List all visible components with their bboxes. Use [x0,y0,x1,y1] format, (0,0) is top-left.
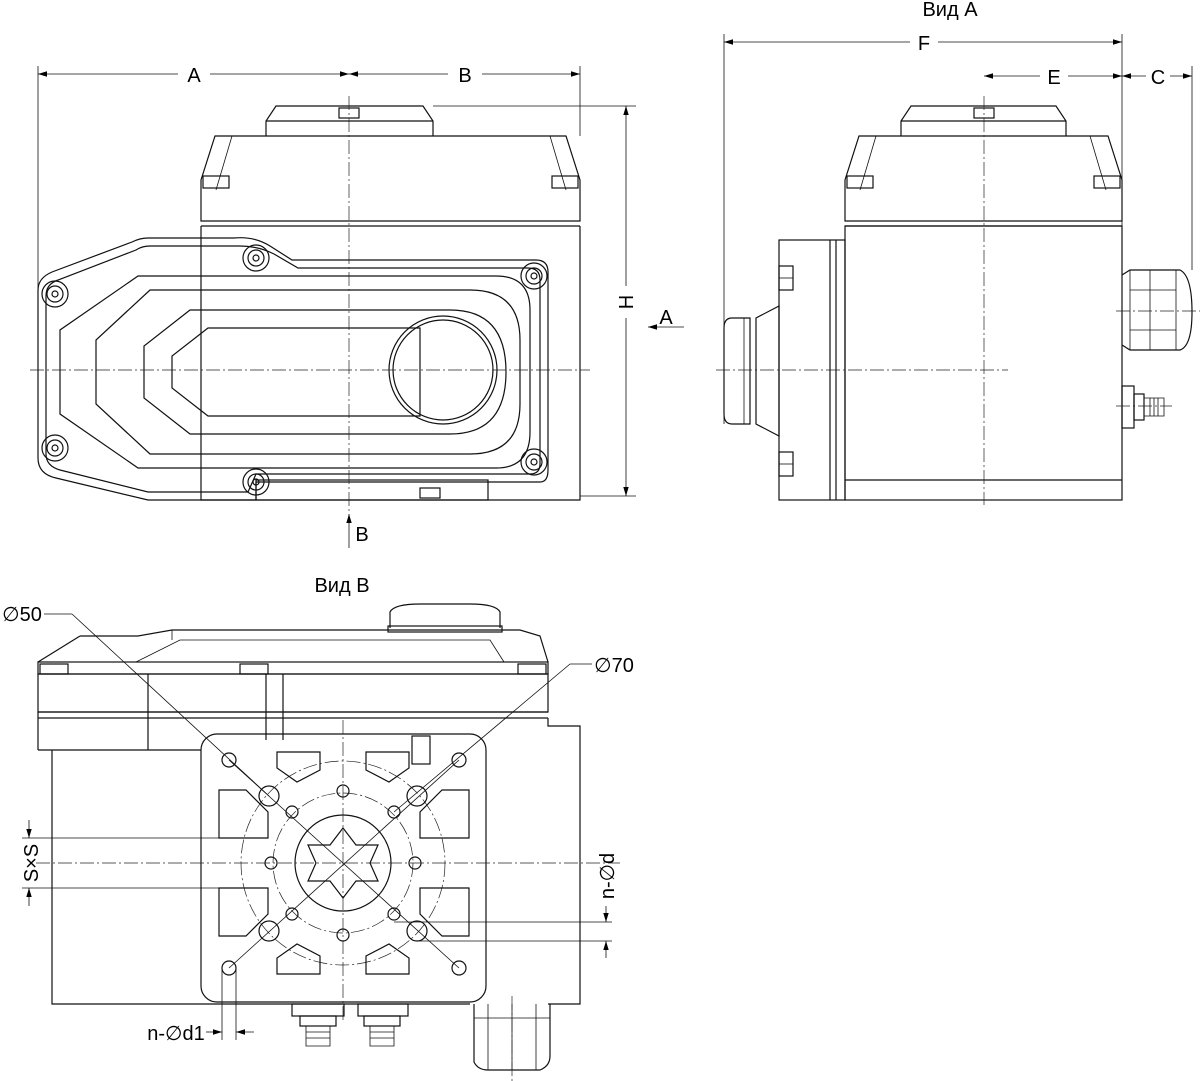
view-b-title: Вид В [314,575,369,597]
bolt-icon [41,244,548,496]
side-view: Вид А [716,0,1200,505]
dimension-n-d1-label: n-∅d1 [147,1023,204,1045]
dimension-n-d-label: n-∅d [597,853,619,899]
diameter-70-label: ∅70 [594,655,634,677]
dimension-b-label: B [458,65,471,87]
dimension-h-label: H [616,295,638,309]
dimension-sxs-label: S×S [21,844,43,882]
view-arrow-b-label: B [355,524,368,546]
front-view: A B H A B [30,65,684,548]
bottom-view: Вид В [2,575,634,1081]
dimension-c-label: C [1151,67,1165,89]
view-arrow-a-label: A [659,307,673,329]
diameter-50-label: ∅50 [2,604,42,626]
dimension-f-label: F [918,33,930,55]
view-a-title: Вид А [922,0,978,21]
dimension-a-label: A [187,65,201,87]
dimension-e-label: E [1047,67,1060,89]
